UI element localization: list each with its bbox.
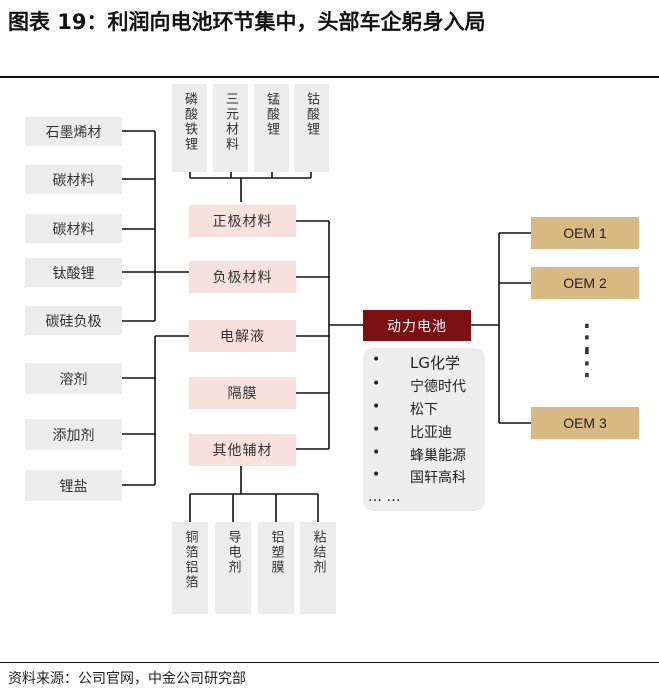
bullet-6: • (372, 467, 381, 483)
bullet-1: • (372, 352, 381, 368)
source-rule (0, 662, 659, 663)
component-electrolyte: 电解液 (189, 320, 296, 352)
source-note: 资料来源：公司官网，中金公司研究部 (8, 671, 246, 687)
material-lfp-label: 磷酸铁锂 (182, 92, 197, 152)
oem-3-box: OEM 3 (531, 407, 639, 439)
material-solvent: 溶剂 (25, 363, 122, 394)
material-lithium-salt: 锂盐 (25, 470, 122, 501)
title-rule (0, 76, 659, 78)
oem-2-box: OEM 2 (531, 267, 639, 299)
material-pouch-film: 铝塑膜 (258, 522, 294, 614)
material-lco-label: 钴酸锂 (304, 92, 319, 137)
material-carbon-1: 碳材料 (25, 165, 122, 194)
component-anode: 负极材料 (189, 261, 296, 293)
material-lfp: 磷酸铁锂 (172, 84, 207, 172)
bullet-3: • (372, 399, 381, 415)
maker-svolt: 蜂巢能源 (410, 448, 466, 464)
material-conductive: 导电剂 (215, 522, 251, 614)
bullet-5: • (372, 445, 381, 461)
material-graphene: 石墨烯材 (25, 117, 122, 146)
makers-more: … … (368, 489, 401, 505)
maker-panasonic: 松下 (410, 402, 438, 418)
maker-catl: 宁德时代 (410, 379, 466, 395)
battery-makers-box: • LG化学 • 宁德时代 • 松下 • 比亚迪 • 蜂巢能源 • 国轩高科 …… (363, 348, 485, 511)
material-lto: 钛酸锂 (25, 258, 122, 287)
material-silicon-carbon: 碳硅负极 (25, 306, 122, 335)
oem-1-box: OEM 1 (531, 217, 639, 249)
maker-lg: LG化学 (410, 354, 460, 372)
material-lmo-label: 锰酸锂 (264, 92, 279, 137)
maker-gotion: 国轩高科 (410, 470, 466, 486)
page-title: 图表 19：利润向电池环节集中，头部车企躬身入局 (8, 10, 486, 34)
oem-ellipsis-top: ⋮ (570, 317, 604, 357)
material-foil-label: 铜箔铝箔 (182, 530, 198, 590)
component-separator: 隔膜 (189, 377, 296, 409)
maker-byd: 比亚迪 (410, 425, 452, 441)
material-conductive-label: 导电剂 (225, 530, 241, 575)
material-foil: 铜箔铝箔 (172, 522, 208, 614)
material-ternary-label: 三元材料 (223, 92, 238, 152)
material-ternary: 三元材料 (213, 84, 248, 172)
material-pouch-film-label: 铝塑膜 (268, 530, 284, 575)
material-additive: 添加剂 (25, 419, 122, 450)
component-cathode: 正极材料 (189, 205, 296, 237)
material-binder: 粘结剂 (300, 522, 336, 614)
power-battery-box: 动力电池 (363, 310, 471, 341)
material-lmo: 锰酸锂 (254, 84, 289, 172)
material-binder-label: 粘结剂 (310, 530, 326, 575)
oem-ellipsis-bottom: ⋮ (570, 343, 604, 383)
material-carbon-2: 碳材料 (25, 214, 122, 243)
bullet-2: • (372, 376, 381, 392)
bullet-4: • (372, 422, 381, 438)
material-lco: 钴酸锂 (294, 84, 329, 172)
component-other: 其他辅材 (189, 434, 296, 466)
